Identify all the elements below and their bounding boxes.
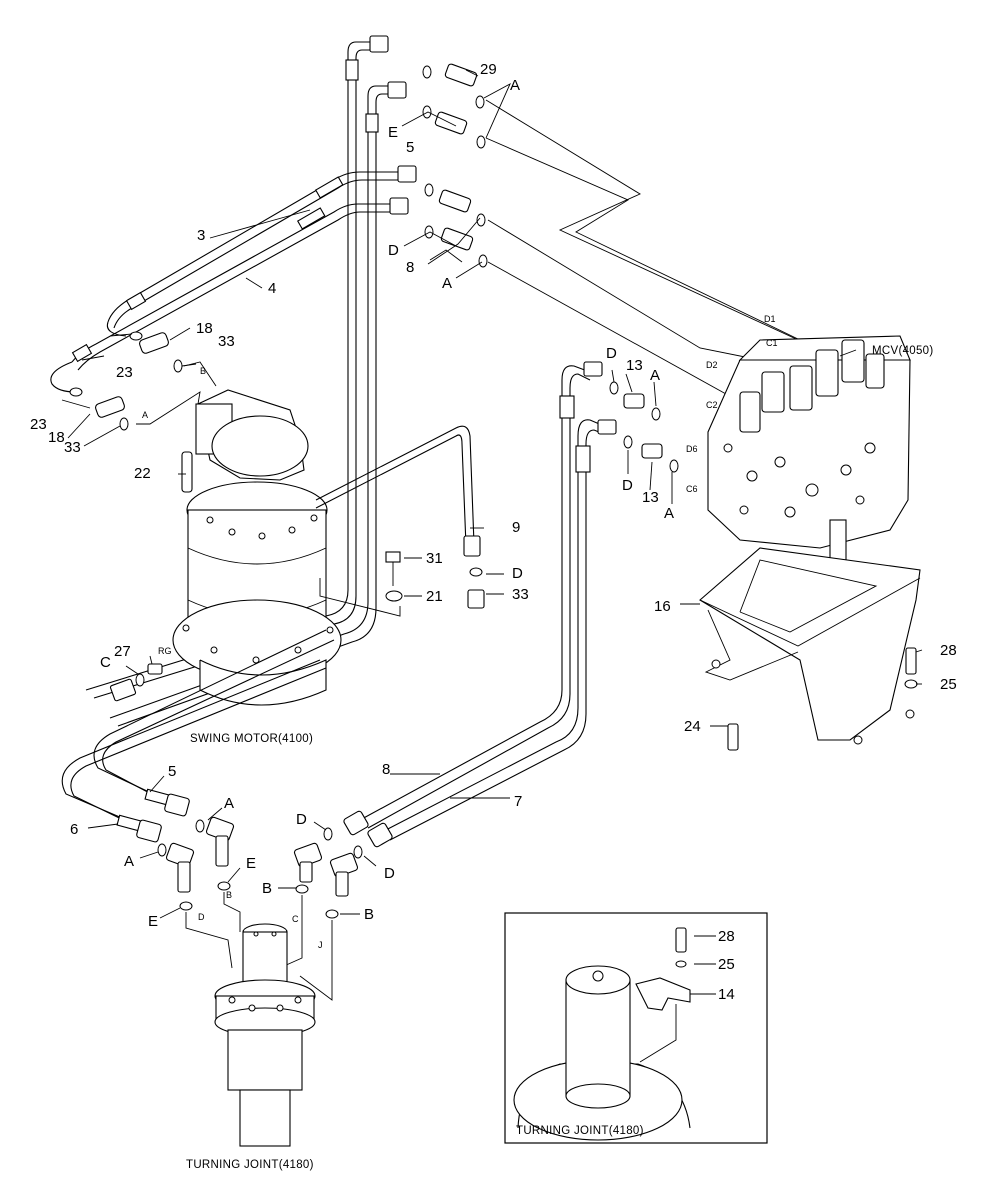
port-label-b: B	[200, 366, 206, 376]
part-label-3: 3	[197, 227, 205, 244]
port-label-a: A	[142, 410, 148, 420]
seal-label-d5: D	[296, 811, 307, 828]
part-label-7: 7	[514, 793, 522, 810]
mcv-title: MCV(4050)	[872, 345, 934, 357]
part-number-labels: 29 5 8 3 4 18 33 23 23 18 33 22 9 31 21 …	[30, 61, 957, 1003]
seal-label-a1: A	[510, 77, 520, 94]
seal-label-b2: B	[364, 906, 374, 923]
hose-5-6	[61, 629, 335, 843]
part-label-5: 5	[168, 763, 176, 780]
routing-lines	[485, 99, 821, 395]
part-label-29: 31	[426, 550, 443, 567]
port-label-d-tj: D	[198, 912, 205, 922]
port-labels: D1 C1 D2 C2 D6 C6 RG A B D B C J	[142, 314, 778, 950]
part-label-9: 9	[512, 519, 520, 536]
port-label-c2: C2	[706, 400, 718, 410]
mcv-valve	[707, 335, 911, 565]
seal-label-a6: A	[124, 853, 134, 870]
seal-label-a5: A	[224, 795, 234, 812]
seal-label-d6: D	[384, 865, 395, 882]
fittings-top	[369, 35, 488, 268]
seal-label-d3: D	[622, 477, 633, 494]
port-label-j-tj: J	[318, 940, 323, 950]
part-label-10: 8	[406, 259, 414, 276]
turning-joint-title: TURNING JOINT(4180)	[186, 1159, 314, 1171]
part-label-11: 5	[406, 139, 414, 156]
part-label-27: 27	[114, 643, 131, 660]
part-label-14: 14	[718, 986, 735, 1003]
swing-motor-title: SWING MOTOR(4100)	[190, 733, 313, 745]
part-label-28b: 28	[718, 928, 735, 945]
vertical-hose-bundle	[85, 41, 390, 727]
part-label-18a: 18	[196, 320, 213, 337]
part-label-31: 33	[512, 586, 529, 603]
seal-label-a2: A	[442, 275, 452, 292]
part-label-13a: 13	[626, 357, 643, 374]
turning-joint	[214, 923, 316, 1147]
port-label-rg: RG	[158, 646, 172, 656]
seal-label-e1: E	[388, 124, 398, 141]
swing-motor	[172, 389, 342, 706]
elbow-fittings	[157, 816, 363, 1001]
hose-7-8	[343, 361, 617, 848]
part-label-28a: 28	[940, 642, 957, 659]
leader-lines	[61, 69, 923, 995]
part-label-21: 21	[426, 588, 443, 605]
seal-label-e3: E	[148, 913, 158, 930]
port-label-d1: D1	[764, 314, 776, 324]
seal-label-d2: D	[606, 345, 617, 362]
part-label-8: 8	[382, 761, 390, 778]
seal-label-c: C	[100, 654, 111, 671]
port-label-d6: D6	[686, 444, 698, 454]
turning-joint-detail-title: TURNING JOINT(4180)	[516, 1125, 644, 1137]
detail-inset	[504, 912, 768, 1144]
port-label-c1: C1	[766, 338, 778, 348]
hose-3-4	[50, 171, 398, 393]
seal-label-e2: E	[246, 855, 256, 872]
component-titles: MCV(4050) SWING MOTOR(4100) TURNING JOIN…	[186, 345, 934, 1171]
part-label-16: 16	[654, 598, 671, 615]
port-label-b-tj: B	[226, 890, 232, 900]
part-label-24: 24	[684, 718, 701, 735]
part-label-33b: 33	[64, 439, 81, 456]
seal-label-b1: B	[262, 880, 272, 897]
part-label-23a: 23	[116, 364, 133, 381]
part-label-13b: 13	[642, 489, 659, 506]
part-label-25a: 25	[940, 676, 957, 693]
part-label-23b: 23	[30, 416, 47, 433]
port-label-c-tj: C	[292, 914, 299, 924]
small-parts	[69, 331, 918, 751]
part-label-12: 29	[480, 61, 497, 78]
seal-label-a4: A	[664, 505, 674, 522]
part-label-22: 22	[134, 465, 151, 482]
port-label-d2: D2	[706, 360, 718, 370]
port-label-c6: C6	[686, 484, 698, 494]
seal-label-d1: D	[388, 242, 399, 259]
part-label-4: 4	[268, 280, 276, 297]
part-label-18b: 18	[48, 429, 65, 446]
seal-label-a3: A	[650, 367, 660, 384]
part-label-6: 6	[70, 821, 78, 838]
seal-letter-labels: A E D A D A D A D C A A D D E B E B	[100, 77, 674, 930]
hose-9	[315, 425, 481, 557]
part-label-25b: 25	[718, 956, 735, 973]
mcv-bracket	[699, 547, 921, 745]
fittings-13	[609, 381, 679, 473]
part-label-33a: 33	[218, 333, 235, 350]
seal-label-d4: D	[512, 565, 523, 582]
